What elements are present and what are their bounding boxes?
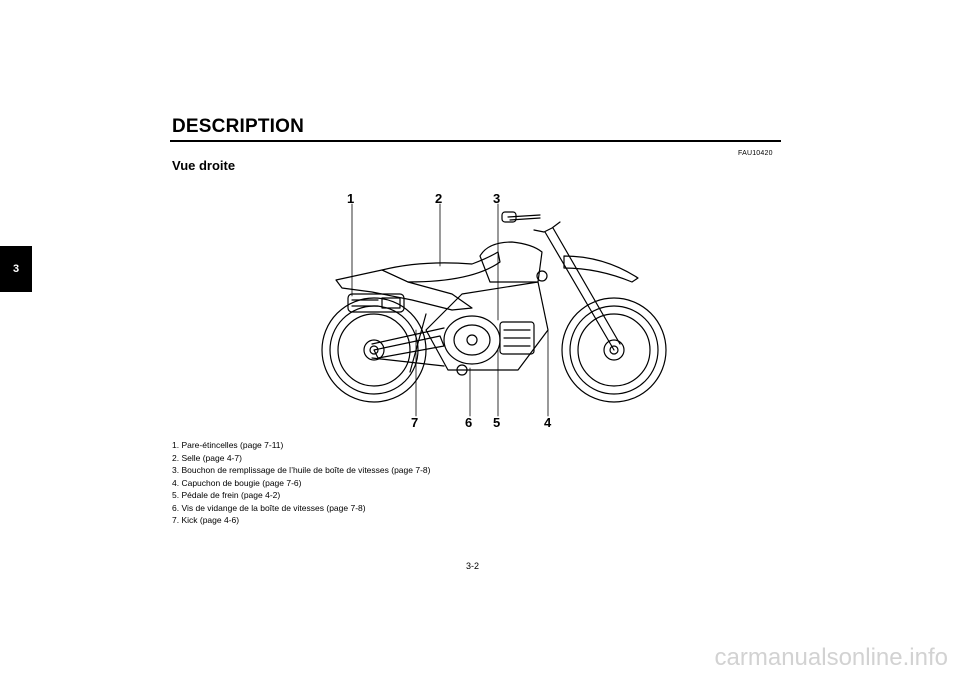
legend-item: 2. Selle (page 4-7) [172, 452, 242, 463]
callout-4: 4 [544, 415, 552, 430]
front-fender [563, 255, 639, 283]
motorcycle-figure: 1 2 3 4 5 6 7 [312, 190, 682, 430]
engine [443, 315, 535, 376]
kick-lever [409, 313, 427, 373]
callout-numbers: 1 2 3 4 5 6 7 [347, 191, 552, 430]
leader-lines [351, 203, 549, 417]
callout-7: 7 [411, 415, 418, 430]
parts-legend: 1. Pare-étincelles (page 7-11) 2. Selle … [172, 439, 430, 527]
page-number: 3-2 [466, 561, 480, 571]
legend-item: 6. Vis de vidange de la boîte de vitesse… [172, 502, 366, 513]
legend-item: 3. Bouchon de remplissage de l’huile de … [172, 465, 431, 475]
chapter-tab: 3 [0, 246, 32, 292]
legend-item: 5. Pédale de frein (page 4-2) [172, 490, 281, 500]
front-wheel [561, 297, 667, 403]
fuel-tank [479, 241, 543, 283]
motorcycle-illustration: 1 2 3 4 5 6 7 [321, 191, 667, 430]
title-rule [170, 140, 781, 142]
callout-3: 3 [493, 191, 500, 206]
legend-item: 7. Kick (page 4-6) [172, 515, 240, 525]
front-fork [501, 211, 621, 351]
rear-fender [335, 269, 473, 311]
seat [381, 251, 501, 283]
callout-6: 6 [465, 415, 472, 430]
callout-2: 2 [435, 191, 442, 206]
frame [425, 281, 549, 371]
legend-item: 4. Capuchon de bougie (page 7-6) [172, 477, 302, 488]
callout-1: 1 [347, 191, 354, 206]
page-title: DESCRIPTION [172, 116, 305, 137]
swingarm [371, 327, 445, 367]
legend-item: 1. Pare-étincelles (page 7-11) [172, 440, 284, 450]
section-title: Vue droite [172, 158, 236, 173]
watermark: carmanualsonline.info [714, 644, 948, 671]
callout-5: 5 [493, 415, 500, 430]
section-code: FAU10420 [738, 150, 773, 157]
spark-arrester [347, 293, 405, 313]
